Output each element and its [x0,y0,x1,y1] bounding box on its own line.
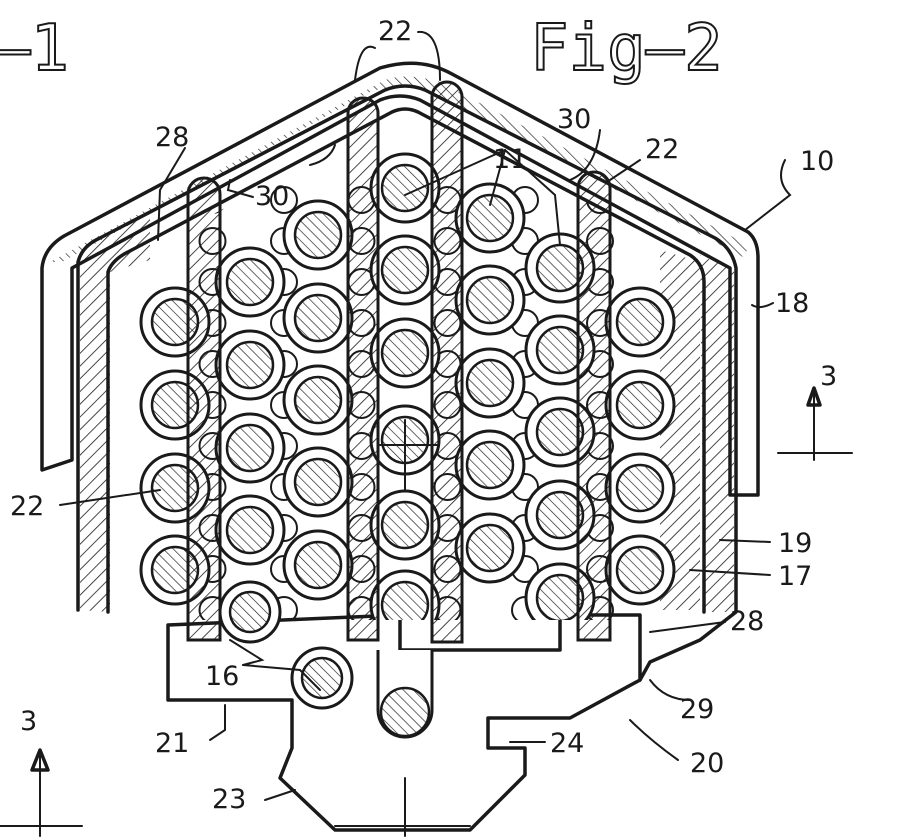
fuel-pin [214,246,286,318]
fuel-pin [369,569,441,620]
label-20: 20 [690,748,724,779]
fuel-pin [214,412,286,484]
fuel-pin [604,286,676,358]
label-16: 16 [205,661,239,692]
figure-title-left: —1 [0,12,69,86]
fuel-pin [454,429,526,501]
label-3-left: 3 [20,706,37,737]
leader-lines [59,30,792,801]
fuel-pin [369,234,441,306]
fuel-pin [454,347,526,419]
fuel-pin [454,512,526,584]
base-foot [166,613,642,832]
fuel-pins [139,152,676,620]
divider-plate [576,170,612,642]
fuel-pin [282,446,354,518]
label-29: 29 [680,694,714,725]
bottom-pin [290,646,354,710]
label-11: 11 [493,144,527,175]
central-tube-pin [379,686,431,738]
fuel-pin [604,534,676,606]
label-10: 10 [800,146,834,177]
divider-plate [186,176,222,642]
fuel-pin [604,369,676,441]
fuel-pin [369,317,441,389]
label-3-right: 3 [820,361,837,392]
label-22-right: 22 [645,134,679,165]
section-marker-right [777,386,853,461]
bottom-pin [218,580,282,644]
fuel-pin [282,364,354,436]
fuel-pin [454,264,526,336]
label-23: 23 [212,784,246,815]
fuel-pin [282,529,354,601]
figure-title-right: Fig—2 [530,12,723,86]
fuel-pin [369,152,441,224]
label-18: 18 [775,288,809,319]
fuel-pin [604,452,676,524]
bottom-pins [218,580,354,710]
divider-plates [186,80,612,739]
divider-plate [346,96,380,642]
fuel-pin [282,282,354,354]
label-21: 21 [155,728,189,759]
fuel-pin [214,329,286,401]
label-28-right: 28 [730,606,764,637]
housing-hatch-right [700,255,734,612]
section-marker-left [0,748,83,837]
label-30-left: 30 [255,181,289,212]
label-22-top: 22 [378,16,412,47]
fuel-pin [282,199,354,271]
fuel-pin-bundle [139,152,676,620]
housing-wall [76,84,738,682]
center-crosshair [379,419,439,491]
label-30-right: 30 [557,104,591,135]
label-24: 24 [550,728,584,759]
housing-hatch-left [80,214,150,612]
fuel-pin [214,494,286,566]
label-17: 17 [778,561,812,592]
label-28-top: 28 [155,122,189,153]
label-19: 19 [778,528,812,559]
label-22-left: 22 [10,491,44,522]
fuel-pin [369,489,441,561]
divider-plate [430,80,464,644]
outer-sheath [40,61,760,497]
fuel-pin [454,182,526,254]
